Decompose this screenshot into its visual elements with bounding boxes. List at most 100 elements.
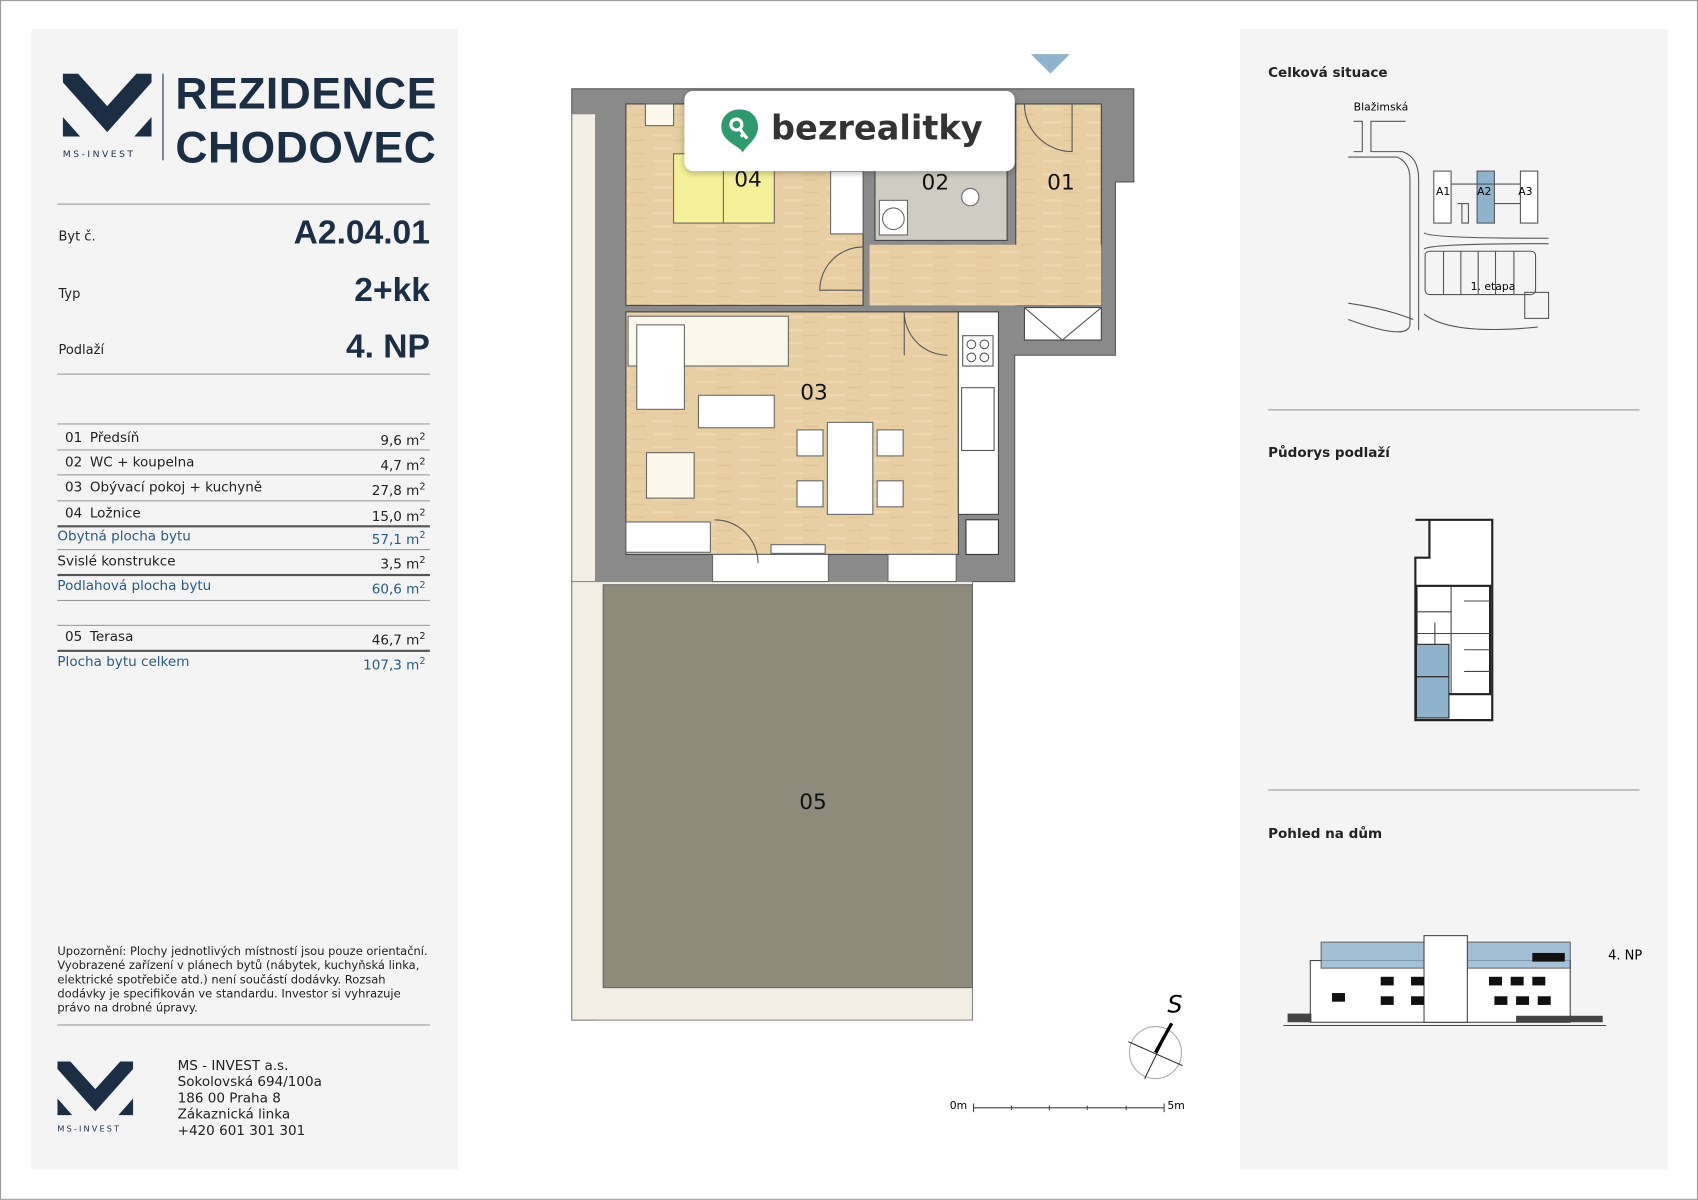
room-name: Terasa [89, 628, 134, 645]
room-name: Obývací pokoj + kuchyně [89, 478, 263, 495]
floor-plan [571, 54, 1183, 1113]
fridge [965, 519, 999, 555]
table-row: 01 Předsíň 9,6 m2 [57, 426, 430, 450]
dining-table [826, 421, 874, 515]
table-line [57, 573, 430, 576]
room-number: 02 [64, 453, 83, 470]
company-street: Sokolovská 694/100a [177, 1073, 322, 1090]
table-line [57, 449, 430, 451]
apartment-number-label: Byt č. [58, 228, 96, 244]
compass [1128, 1022, 1183, 1080]
coffee-table [697, 394, 775, 429]
view-floor-label: 4. NP [1608, 947, 1643, 963]
room-label-05: 05 [799, 788, 827, 815]
room-number: 01 [64, 428, 83, 446]
floor-overview-plan [1414, 518, 1494, 722]
closet [1023, 307, 1102, 341]
logo-divider [162, 73, 164, 161]
structures-label: Svislé konstrukce [57, 552, 176, 569]
company-name: MS - INVEST a.s. [177, 1056, 289, 1074]
room-area: 46,7 m2 [371, 631, 426, 648]
table-row: 04 Ložnice 15,0 m2 [57, 501, 430, 525]
room-name: WC + koupelna [89, 453, 195, 470]
terrace-row: 05 Terasa 46,7 m2 [57, 625, 430, 649]
apartment-number: A2.04.01 [293, 213, 430, 252]
table-line [57, 549, 430, 551]
company-address: MS - INVEST a.s. Sokolovská 694/100a 186… [178, 1057, 322, 1138]
table-line [57, 599, 430, 602]
title-line2: CHODOVEC [175, 122, 437, 173]
table-line [57, 474, 430, 476]
room-label-02: 02 [921, 168, 950, 195]
room-number: 05 [64, 628, 83, 645]
building-label-a3: A3 [1518, 186, 1533, 199]
watermark-text: bezrealitky [771, 109, 983, 149]
view-title: Pohled na dům [1268, 825, 1383, 842]
wardrobe [830, 170, 864, 235]
table-row: 02 WC + koupelna 4,7 m2 [57, 450, 430, 474]
door [819, 246, 864, 291]
room-area: 4,7 m2 [380, 456, 426, 474]
structures-area: 3,5 m2 [380, 555, 426, 572]
room-name: Předsíň [89, 428, 140, 446]
floor-area-value: 60,6 m2 [371, 580, 426, 597]
radiator [770, 544, 826, 554]
info-panel [31, 29, 459, 1170]
sink-icon [961, 387, 995, 452]
apartment-type-label: Typ [58, 285, 81, 302]
compass-label: S [1167, 991, 1183, 1020]
site-title: Celková situace [1268, 63, 1388, 81]
ms-invest-logo [62, 73, 152, 137]
room-label-01: 01 [1047, 168, 1075, 195]
window [887, 553, 957, 583]
divider [1268, 409, 1640, 411]
floor-value: 4. NP [345, 327, 430, 365]
entrance-marker [1030, 54, 1070, 74]
logo-text-small: MS-INVEST [57, 1124, 122, 1134]
balcony-door [714, 519, 759, 564]
table-line [57, 423, 430, 425]
hotline-label: Zákaznická linka [177, 1105, 291, 1122]
table-line [57, 500, 430, 502]
room-number: 03 [64, 478, 83, 495]
building-a1 [1433, 170, 1452, 224]
cooktop-icon [962, 335, 994, 367]
room-area: 15,0 m2 [371, 507, 426, 525]
bezrealitky-watermark: bezrealitky [684, 90, 1015, 172]
stage-label: 1. etapa [1470, 281, 1516, 294]
floor-label: Podlaží [58, 342, 105, 358]
scale-start: 0m [949, 1100, 968, 1113]
key-pin-icon [721, 109, 759, 153]
logo-text: MS-INVEST [62, 149, 136, 161]
street-name: Blažimská [1353, 101, 1409, 114]
tv-unit [625, 521, 711, 553]
title-line1: REZIDENCE [175, 68, 437, 119]
total-area: 57,1 m2 [371, 530, 426, 548]
floor-area-row: Podlahová plocha bytu 60,6 m2 [57, 574, 430, 598]
floor-area-label: Podlahová plocha bytu [57, 577, 212, 594]
company-city: 186 00 Praha 8 [177, 1089, 281, 1106]
ms-invest-logo-small [57, 1061, 134, 1116]
window [712, 553, 829, 583]
divider [57, 203, 430, 205]
entrance-door [1023, 103, 1073, 153]
table-line [57, 649, 430, 652]
building-label-a2: A2 [1477, 186, 1492, 199]
hotline-phone[interactable]: +420 601 301 301 [177, 1121, 306, 1139]
room-name: Ložnice [89, 504, 141, 521]
building-label-a1: A1 [1435, 186, 1451, 199]
door [903, 311, 948, 356]
table-line [57, 624, 430, 626]
toilet-icon [961, 187, 980, 207]
room-area: 9,6 m2 [380, 432, 426, 449]
room-number: 04 [64, 504, 83, 521]
room-05-terrace [602, 584, 973, 989]
building-elevation [1283, 935, 1606, 1027]
divider [1268, 789, 1640, 791]
building-a3 [1519, 170, 1539, 224]
armchair [645, 452, 695, 499]
